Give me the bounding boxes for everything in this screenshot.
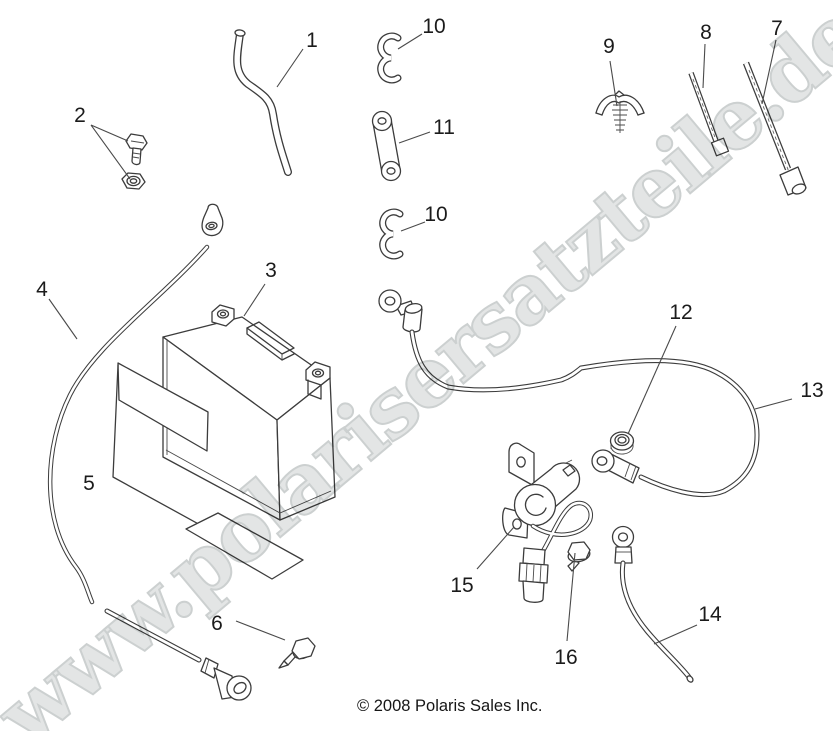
leader-line: [702, 43, 706, 89]
leader-line: [761, 39, 777, 105]
part-long-socket-bolt: [742, 61, 807, 196]
callout-label-2: 2: [74, 104, 86, 127]
leader-line: [276, 48, 304, 88]
callout-label-3: 3: [265, 259, 277, 282]
part-terminal-nut: [121, 172, 146, 190]
part-vent-tube: [233, 29, 292, 176]
part-flange-bolt: [278, 637, 316, 669]
part-solenoid-bolt: [567, 541, 591, 572]
part-c-clip-lower: [379, 208, 404, 260]
callout-label-10a: 10: [422, 15, 445, 38]
callout-label-13: 13: [800, 379, 823, 402]
callout-label-14: 14: [698, 603, 722, 626]
leader-line: [754, 398, 793, 410]
leader-lines: [48, 33, 793, 645]
callout-labels: 1 2 3 4 5 6 7 8 9 10 11 10 12 13 14 15 1…: [36, 15, 824, 669]
leader-line: [566, 552, 576, 642]
leader-line: [400, 221, 426, 232]
part-link-bar: [371, 110, 402, 182]
part-solenoid: [502, 442, 594, 603]
part-battery-cable-long: [47, 244, 252, 701]
copyright-text: © 2008 Polaris Sales Inc.: [357, 697, 543, 715]
leader-line: [476, 526, 515, 570]
leader-line: [627, 325, 677, 435]
callout-label-1: 1: [306, 29, 318, 52]
battery-terminal-boot: [201, 203, 224, 237]
part-short-socket-bolt: [688, 72, 730, 157]
part-ground-cable: [611, 525, 694, 683]
callout-label-16: 16: [554, 646, 577, 669]
part-hex-nut: [609, 431, 635, 455]
part-c-clip-upper: [377, 32, 402, 84]
leader-line: [397, 33, 423, 50]
leader-line: [609, 60, 618, 107]
leader-line: [398, 131, 431, 144]
callout-label-5: 5: [83, 472, 95, 495]
part-battery-strap: [112, 362, 304, 580]
part-terminal-bolt: [125, 133, 148, 166]
part-push-clip: [595, 90, 645, 133]
callout-label-12: 12: [669, 301, 692, 324]
callout-label-4: 4: [36, 278, 48, 301]
callout-label-15: 15: [450, 574, 473, 597]
callout-label-9: 9: [603, 35, 615, 58]
leader-line: [235, 620, 286, 641]
callout-label-6: 6: [211, 612, 223, 635]
callout-label-7: 7: [771, 17, 783, 40]
callout-label-11: 11: [433, 116, 455, 139]
part-solenoid-cable: [378, 289, 760, 497]
callout-label-8: 8: [700, 21, 712, 44]
leader-line: [243, 283, 266, 317]
part-battery: [162, 304, 336, 521]
leader-line: [653, 624, 698, 645]
callout-label-10b: 10: [424, 203, 447, 226]
leader-line: [48, 298, 78, 340]
leader-line: [90, 124, 131, 180]
